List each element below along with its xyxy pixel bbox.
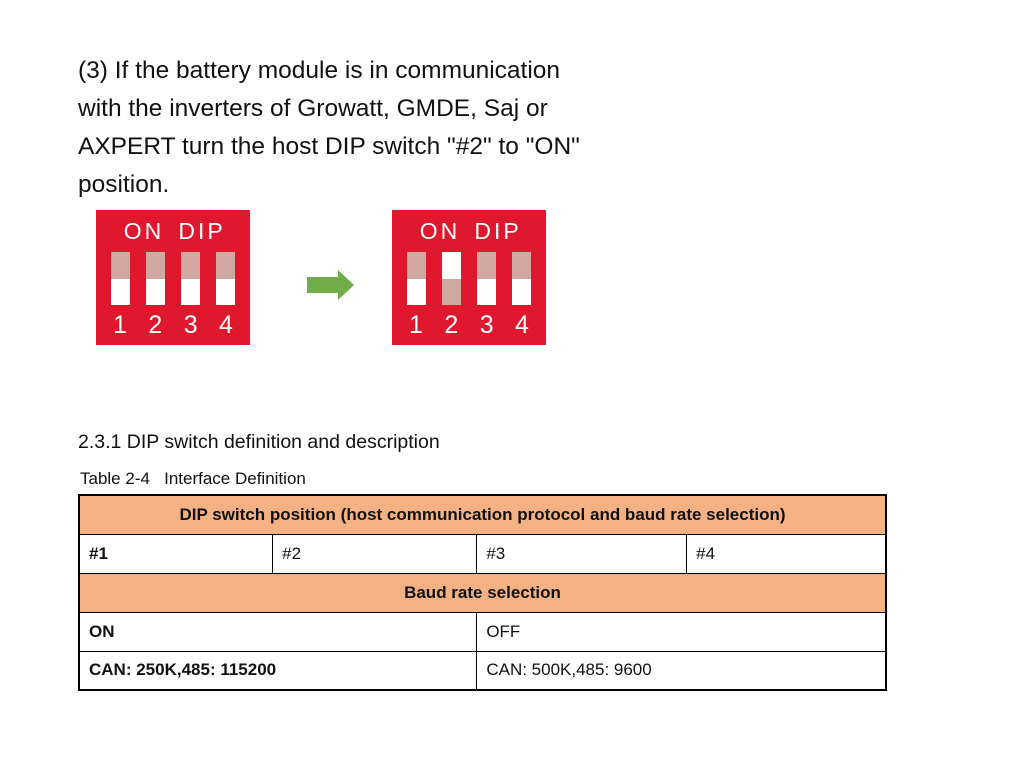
dip-slot-3 xyxy=(181,252,201,305)
dip-number-4: 4 xyxy=(219,311,233,339)
dip-panel-labels: ON DIP xyxy=(405,218,533,252)
table-subheader-cell: Baud rate selection xyxy=(78,572,887,613)
dip-handle xyxy=(441,252,461,279)
dip-slot-1 xyxy=(110,252,130,305)
dip-switch-3: 3 xyxy=(180,252,202,338)
table-header-cell: DIP switch position (host communication … xyxy=(78,494,887,535)
arrow-body xyxy=(307,277,338,293)
arrow-right-icon xyxy=(307,270,354,300)
dip-slot-2 xyxy=(145,252,165,305)
dip-number-1: 1 xyxy=(113,311,127,339)
dip-switch-4: 4 xyxy=(511,252,533,338)
dip-number-1: 1 xyxy=(409,311,423,339)
table-row-baud: CAN: 250K,485: 115200 CAN: 500K,485: 960… xyxy=(78,650,887,691)
cell-state-off: OFF xyxy=(476,611,887,652)
dip-switch-4: 4 xyxy=(215,252,237,338)
dip-handle xyxy=(512,278,532,305)
dip-number-2: 2 xyxy=(148,311,163,339)
on-label: ON xyxy=(123,218,165,244)
dip-switch-2: 2 xyxy=(440,252,462,338)
interface-definition-table: DIP switch position (host communication … xyxy=(78,494,887,691)
dip-switch-2: 2 xyxy=(144,252,166,338)
dip-slot-4 xyxy=(216,252,236,305)
dip-switch-1: 1 xyxy=(109,252,131,338)
cell-switch-1: #1 xyxy=(78,533,274,574)
dip-slot-4 xyxy=(512,252,532,305)
dip-switch-row: 1 2 3 4 xyxy=(405,252,533,338)
cell-baud-off: CAN: 500K,485: 9600 xyxy=(476,650,887,691)
table-row-state: ON OFF xyxy=(78,611,887,652)
dip-switch-image-after: ON DIP 1 2 3 4 xyxy=(392,210,546,345)
dip-handle xyxy=(216,278,236,305)
arrow-head xyxy=(338,270,354,300)
instruction-paragraph: (3) If the battery module is in communic… xyxy=(78,57,580,198)
table-row-subheader: Baud rate selection xyxy=(78,572,887,613)
dip-handle xyxy=(181,278,201,305)
cell-switch-3: #3 xyxy=(476,533,688,574)
dip-label: DIP xyxy=(178,218,226,244)
dip-handle xyxy=(477,278,497,305)
dip-handle xyxy=(110,278,130,305)
dip-switch-row: 1 2 3 4 xyxy=(109,252,237,338)
cell-state-on: ON xyxy=(78,611,478,652)
dip-label: DIP xyxy=(474,218,522,244)
dip-switch-image-before: ON DIP 1 2 3 4 xyxy=(96,210,250,345)
dip-switch-1: 1 xyxy=(405,252,427,338)
on-label: ON xyxy=(419,218,461,244)
dip-number-4: 4 xyxy=(515,311,529,339)
dip-number-2: 2 xyxy=(444,311,459,339)
dip-slot-1 xyxy=(406,252,426,305)
dip-switch-3: 3 xyxy=(476,252,498,338)
section-heading: 2.3.1 DIP switch definition and descript… xyxy=(78,431,440,453)
table-row-switch-columns: #1 #2 #3 #4 xyxy=(78,533,887,574)
dip-panel-labels: ON DIP xyxy=(109,218,237,252)
table-row-header: DIP switch position (host communication … xyxy=(78,494,887,535)
dip-slot-2 xyxy=(441,252,461,305)
dip-handle xyxy=(145,278,165,305)
dip-number-3: 3 xyxy=(183,311,198,339)
dip-slot-3 xyxy=(477,252,497,305)
cell-baud-on: CAN: 250K,485: 115200 xyxy=(78,650,478,691)
dip-handle xyxy=(406,278,426,305)
dip-number-3: 3 xyxy=(479,311,494,339)
table-caption: Table 2-4 Interface Definition xyxy=(80,469,306,488)
cell-switch-4: #4 xyxy=(686,533,887,574)
cell-switch-2: #2 xyxy=(272,533,478,574)
